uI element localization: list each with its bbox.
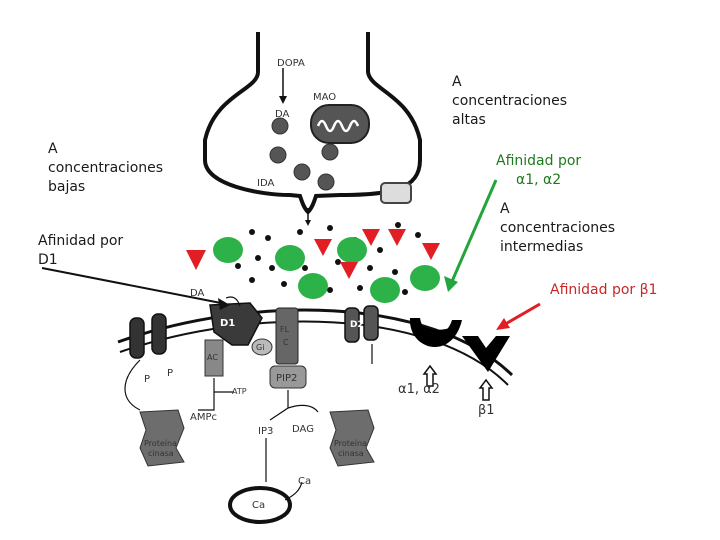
postsynaptic-membrane bbox=[117, 308, 514, 377]
green-molecules bbox=[213, 237, 440, 303]
alpha-receptor-label: α1, α2 bbox=[398, 382, 440, 397]
phospho-label-2: P bbox=[167, 368, 173, 379]
left-receptors bbox=[129, 313, 167, 359]
ampc-label: AMPc bbox=[190, 412, 217, 423]
postsynaptic-membrane-inner bbox=[119, 320, 509, 386]
atp-label: ATP bbox=[232, 387, 247, 396]
reuptake-transporter bbox=[380, 182, 412, 204]
label-affinity-beta: Afinidad por β1 bbox=[550, 282, 658, 298]
kinase2-line1: Proteína bbox=[334, 439, 367, 448]
dopa-label: DOPA bbox=[277, 58, 305, 69]
ca-released-label: Ca bbox=[298, 476, 311, 487]
pip2-box bbox=[269, 365, 307, 389]
mao-mitochondrion bbox=[310, 104, 370, 144]
fl-label: FL bbox=[280, 325, 290, 334]
phospholipase-c bbox=[275, 307, 299, 365]
da-presynaptic-label: DA bbox=[275, 109, 290, 120]
label-intermediate-concentrations: A concentraciones intermedias bbox=[500, 201, 616, 255]
ac-label: AC bbox=[207, 353, 218, 362]
pip2-label: PIP2 bbox=[276, 373, 297, 384]
label-high-concentrations: A concentraciones altas bbox=[452, 74, 568, 128]
gi-label: Gi bbox=[256, 343, 264, 352]
d2-receptor bbox=[344, 305, 379, 343]
d1-affinity-arrow bbox=[41, 267, 227, 305]
d1-label: D1 bbox=[220, 318, 235, 329]
kinase2-line2: cinasa bbox=[338, 449, 364, 458]
kinase1-line2: cinasa bbox=[148, 449, 174, 458]
beta-receptor-label: β1 bbox=[478, 403, 495, 418]
red-molecules bbox=[186, 229, 440, 279]
d1-receptor bbox=[209, 302, 263, 346]
ip3-label: IP3 bbox=[258, 426, 273, 437]
da-cleft-label: DA bbox=[190, 288, 205, 299]
kinase1-line1: Proteína bbox=[144, 439, 177, 448]
protein-kinase-1 bbox=[139, 409, 185, 467]
adenylyl-cyclase bbox=[204, 339, 224, 377]
receptor-pointer-arrows bbox=[422, 364, 494, 401]
ida-label: IDA bbox=[257, 178, 274, 189]
gi-protein bbox=[251, 338, 273, 356]
neurotransmitter-dots bbox=[235, 222, 421, 295]
ca-store-label: Ca bbox=[252, 500, 265, 511]
c-label: C bbox=[283, 338, 289, 347]
mao-label: MAO bbox=[313, 92, 336, 103]
calcium-store bbox=[228, 486, 292, 524]
label-affinity-alpha: Afinidad por α1, α2 bbox=[496, 153, 582, 188]
dag-label: DAG bbox=[292, 424, 314, 435]
beta-affinity-arrow bbox=[501, 302, 541, 328]
protein-kinase-2 bbox=[329, 409, 375, 467]
d2-label: D2 bbox=[350, 320, 364, 330]
alpha-affinity-arrow bbox=[448, 179, 498, 287]
label-low-concentrations: A concentraciones bajas bbox=[48, 141, 164, 195]
phospho-label-1: P bbox=[144, 374, 150, 385]
label-affinity-d1: Afinidad por D1 bbox=[38, 233, 124, 268]
beta-receptor bbox=[462, 336, 510, 372]
